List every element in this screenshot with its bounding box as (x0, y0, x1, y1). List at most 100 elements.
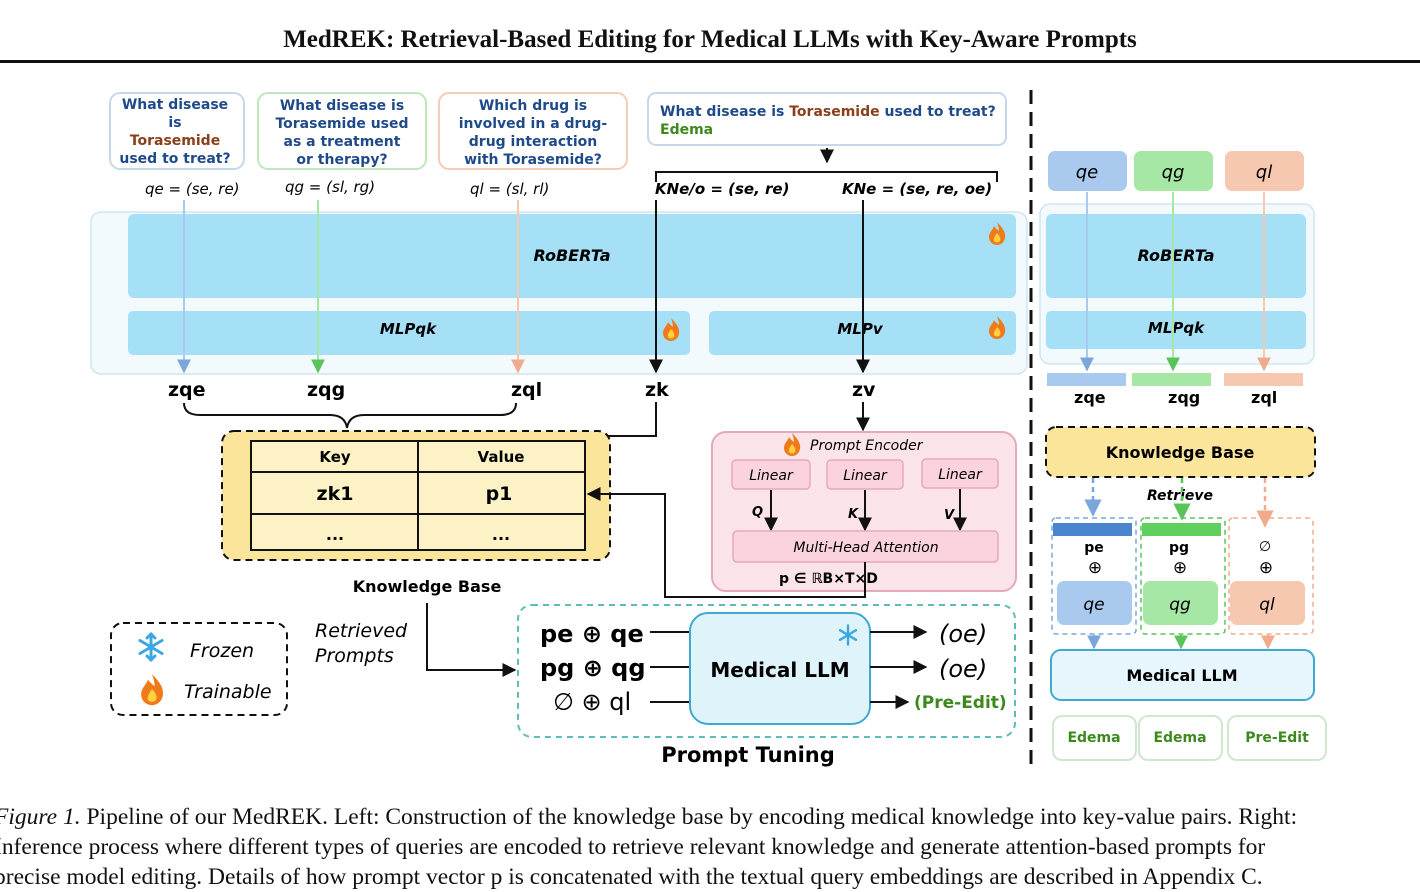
k-label: K (848, 507, 859, 522)
pt-input-2: pg ⊕ qg (540, 654, 646, 682)
right-knowledge-base (1045, 426, 1316, 478)
medical-llm-box (689, 612, 871, 725)
kb-cell-value: p1 (486, 483, 513, 505)
question-card-4: What disease is Torasemide used to treat… (647, 92, 1007, 146)
z-qe-label: zqe (168, 379, 206, 401)
caption-line-1: Figure 1. Pipeline of our MedREK. Left: … (0, 802, 1420, 832)
figure-caption: Figure 1. Pipeline of our MedREK. Left: … (0, 802, 1420, 892)
figure-page: MedREK: Retrieval-Based Editing for Medi… (0, 26, 1420, 890)
linear-q-box (731, 459, 811, 490)
retrieved-prompts-line-2: Prompts (315, 645, 394, 667)
right-plus-l: ⊕ (1259, 558, 1273, 578)
q2-line-4: or therapy? (296, 152, 387, 168)
svg-text:What disease is Torasemide use: What disease is Torasemide used to treat… (660, 104, 996, 120)
pt-input-1: pe ⊕ qe (540, 620, 644, 648)
left-roberta-block (128, 214, 1016, 298)
pipeline-diagram: What disease is Torasemide used to treat… (90, 90, 1327, 767)
kb-header-value: Value (478, 448, 525, 466)
right-zql-label: zql (1251, 388, 1277, 407)
q4-suffix: used to treat? (880, 104, 996, 120)
linear-q-label: Linear (749, 468, 794, 484)
medical-llm-label: Medical LLM (710, 658, 849, 682)
right-plus-g: ⊕ (1173, 558, 1187, 578)
right-query-qg (1134, 151, 1213, 191)
caption-line-3: precise model editing. Details of how pr… (0, 864, 1263, 890)
right-empty-label: ∅ (1259, 539, 1271, 555)
kb-cell-key: zk1 (317, 483, 354, 505)
q3-line-4: with Torasemide? (464, 152, 602, 168)
formula-ql: ql = (sl, rl) (470, 180, 549, 198)
linear-v-label: Linear (938, 467, 983, 483)
right-qg-box (1143, 581, 1218, 625)
knowledge-base-table: Key Value zk1 p1 ... ... (250, 440, 586, 551)
q1-line-1: What disease (122, 97, 228, 113)
q1-line-4: used to treat? (119, 151, 230, 167)
title-rule (0, 60, 1420, 63)
kb-to-tuning-arrow (426, 603, 517, 677)
right-column-g (1140, 517, 1226, 635)
right-output-1-label: Edema (1067, 730, 1120, 746)
right-qg-box-label: qg (1169, 595, 1191, 615)
right-query-qe (1048, 151, 1127, 191)
left-roberta-label: RoBERTa (533, 246, 610, 265)
right-mlp-qk-label: MLPqk (1148, 319, 1205, 337)
formula-kn-eo: KNe/o = (se, re) (655, 180, 789, 198)
caption-label: Figure 1. (0, 804, 81, 830)
formula-qg: qg = (sl, rg) (285, 178, 375, 196)
z-qg-label: zqg (307, 379, 345, 401)
q4-prefix: What disease is (660, 104, 789, 120)
right-query-qe-label: qe (1076, 162, 1099, 183)
right-zql-bar (1224, 373, 1303, 386)
linear-k-label: Linear (843, 468, 888, 484)
pt-output-3: (Pre-Edit) (914, 693, 1007, 713)
right-output-2-label: Edema (1153, 730, 1206, 746)
legend-trainable: Trainable (184, 681, 272, 703)
right-roberta-label: RoBERTa (1137, 246, 1214, 265)
card4-brace (655, 171, 998, 182)
right-pe-label: pe (1084, 540, 1104, 556)
right-column-e (1051, 517, 1137, 635)
caption-line-2: Inference process where different types … (0, 834, 1266, 860)
right-qe-box-label: qe (1083, 595, 1104, 615)
q2-line-1: What disease is (280, 98, 404, 114)
right-medical-llm-box (1050, 649, 1315, 701)
right-kb-label: Knowledge Base (1106, 443, 1255, 462)
question-card-3: Which drug is involved in a drug- drug i… (438, 92, 628, 170)
linear-v-box (921, 458, 999, 489)
right-output-2 (1138, 715, 1223, 761)
snowflake-icon (838, 624, 858, 646)
kb-label: Knowledge Base (353, 577, 502, 596)
page-title: MedREK: Retrieval-Based Editing for Medi… (283, 26, 1137, 53)
linear-k-box (826, 459, 904, 490)
q1-line-3: Torasemide (130, 133, 220, 149)
kb-header-key: Key (319, 448, 351, 466)
v-label: V (944, 508, 955, 523)
kb-cell-key-ellipsis: ... (326, 525, 344, 544)
right-pe-bar (1053, 523, 1132, 536)
kb-cell-value-ellipsis: ... (492, 525, 510, 544)
right-query-qg-label: qg (1162, 162, 1185, 183)
right-zqg-label: zqg (1168, 388, 1200, 407)
right-pg-label: pg (1169, 540, 1189, 556)
question-card-1: What disease is Torasemide used to treat… (109, 92, 245, 170)
prompt-encoder-title: Prompt Encoder (810, 438, 924, 454)
question-card-2: What disease is Torasemide used as a tre… (257, 92, 427, 170)
left-mlp-qk-block (128, 311, 690, 355)
left-mlp-qk-label: MLPqk (380, 320, 437, 338)
legend-frozen: Frozen (190, 640, 254, 662)
right-roberta-block (1046, 214, 1306, 298)
right-pg-bar (1142, 523, 1221, 536)
right-plus-e: ⊕ (1088, 558, 1102, 578)
mha-label: Multi-Head Attention (793, 540, 938, 556)
z-k-label: zk (645, 379, 669, 401)
right-zqg-bar (1132, 373, 1211, 386)
right-zqe-bar (1047, 373, 1126, 386)
p-to-value-arrow (586, 487, 866, 598)
q2-line-2: Torasemide used (275, 116, 408, 132)
zq-brace (183, 402, 517, 429)
right-column-l (1228, 517, 1314, 635)
q3-line-2: involved in a drug- (459, 116, 608, 132)
q2-line-3: as a treatment (284, 134, 401, 150)
pt-output-2: (oe) (939, 655, 987, 683)
formula-kn-e: KNe = (se, re, oe) (842, 180, 992, 198)
